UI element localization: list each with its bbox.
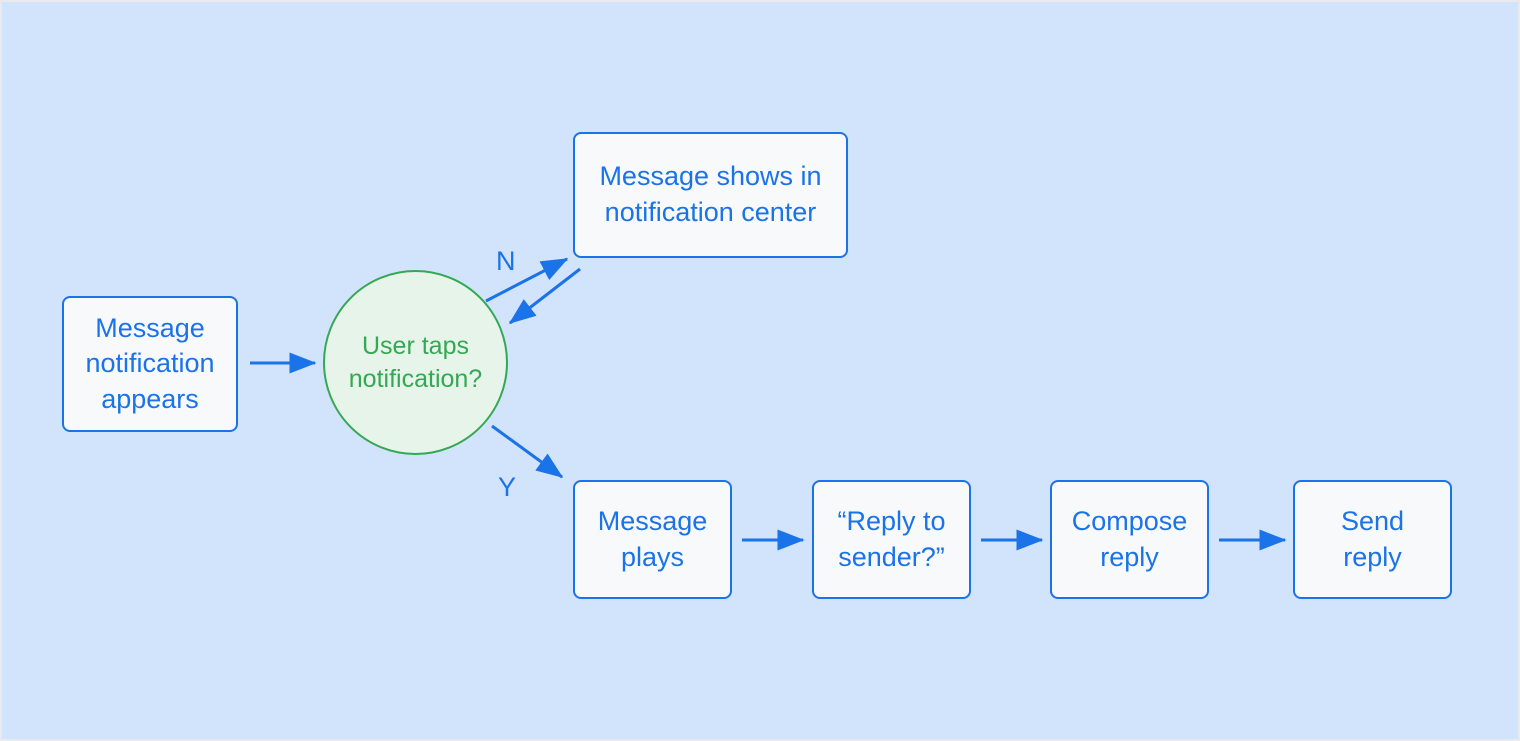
- edge-notification-center-to-decision: [508, 267, 581, 325]
- node-message-notification-appears[interactable]: Message notification appears: [62, 296, 238, 432]
- node-label: Send reply: [1340, 505, 1405, 572]
- node-label: Compose reply: [1071, 505, 1188, 572]
- node-label: User taps notification?: [348, 331, 483, 393]
- node-label: Message shows in notification center: [599, 161, 822, 227]
- node-message-shows-in-notification-center[interactable]: Message shows in notification center: [573, 132, 848, 258]
- node-message-plays[interactable]: Message plays: [573, 480, 732, 599]
- node-label: Message notification appears: [85, 312, 215, 414]
- node-label: “Reply to sender?”: [837, 505, 946, 572]
- node-compose-reply[interactable]: Compose reply: [1050, 480, 1209, 599]
- node-user-taps-notification[interactable]: User taps notification?: [323, 270, 508, 455]
- node-send-reply[interactable]: Send reply: [1293, 480, 1452, 599]
- edge-label-no: N: [496, 246, 516, 276]
- node-label: Message plays: [597, 505, 708, 572]
- edge-label-yes: Y: [498, 472, 517, 502]
- node-reply-to-sender[interactable]: “Reply to sender?”: [812, 480, 971, 599]
- edge-decision-to-message-plays: [491, 424, 564, 479]
